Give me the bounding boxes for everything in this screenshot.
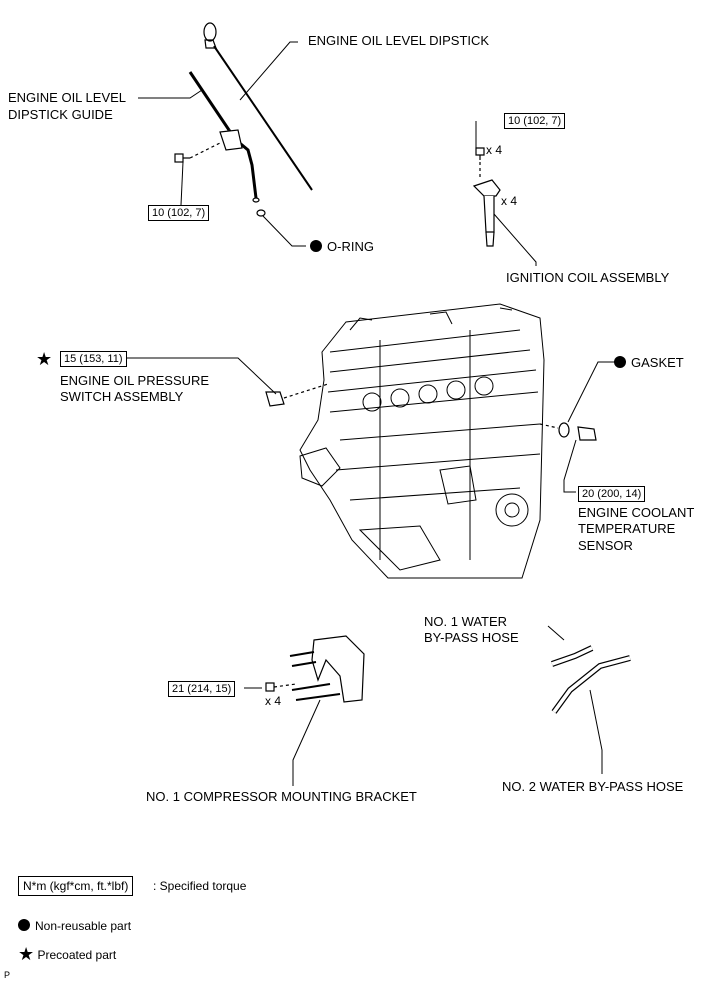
qty-ignition-coil: x 4 (501, 194, 518, 208)
torque-coolant-sensor: 20 (200, 14) (578, 486, 646, 502)
torque-guide-bolt: 10 (102, 7) (148, 205, 210, 221)
label-oil-pressure-line1: ENGINE OIL PRESSURE (60, 373, 210, 388)
label-water-hose2: NO. 2 WATER BY-PASS HOSE (502, 779, 684, 794)
legend-precoated-text: Precoated part (37, 948, 117, 962)
torque-bracket-bolt: 21 (214, 15) (168, 681, 236, 697)
torque-oil-pressure-group: ★ (36, 349, 53, 369)
non-reusable-icon (310, 240, 322, 252)
star-icon: ★ (18, 944, 35, 964)
guide-bolt-drawing (174, 141, 223, 163)
legend-torque-text: : Specified torque (153, 879, 247, 893)
coolant-sensor-drawing (539, 422, 597, 441)
water-hose-drawing (551, 645, 631, 714)
o-ring-drawing (256, 209, 266, 217)
label-compressor-bracket: NO. 1 COMPRESSOR MOUNTING BRACKET (146, 789, 417, 804)
legend-non-reusable: Non-reusable part (18, 918, 131, 934)
label-coolant-line1: ENGINE COOLANT (578, 505, 695, 520)
compressor-bracket-drawing (265, 635, 365, 703)
oil-pressure-switch-drawing (265, 383, 329, 407)
label-dipstick-guide-line2: DIPSTICK GUIDE (8, 107, 113, 122)
torque-ignition-bolt: 10 (102, 7) (504, 113, 566, 129)
label-o-ring-text: O-RING (327, 239, 374, 254)
dipstick-drawing (203, 22, 313, 191)
label-ignition-coil: IGNITION COIL ASSEMBLY (506, 270, 670, 285)
label-gasket: GASKET (614, 355, 684, 371)
label-oil-pressure-line2: SWITCH ASSEMBLY (60, 389, 184, 404)
label-water-hose1-line2: BY-PASS HOSE (424, 630, 519, 645)
corner-mark: P (4, 970, 11, 980)
label-dipstick-guide-line1: ENGINE OIL LEVEL (8, 90, 127, 105)
label-o-ring: O-RING (310, 239, 374, 255)
precoated-star-icon: ★ (36, 349, 53, 369)
label-dipstick: ENGINE OIL LEVEL DIPSTICK (308, 33, 490, 48)
label-coolant-line3: SENSOR (578, 538, 633, 553)
legend-torque-box: N*m (kgf*cm, ft.*lbf) (18, 876, 134, 896)
engine-block-drawing (299, 303, 545, 579)
qty-ignition-bolt: x 4 (486, 143, 503, 157)
label-gasket-text: GASKET (631, 355, 684, 370)
legend-non-reusable-text: Non-reusable part (35, 919, 132, 933)
qty-bracket-bolt: x 4 (265, 694, 282, 708)
dipstick-guide-drawing (188, 71, 260, 203)
ignition-coil-drawing (472, 147, 501, 247)
torque-oil-pressure-switch: 15 (153, 11) (60, 351, 127, 367)
leader-lines (126, 41, 616, 786)
label-water-hose1-line1: NO. 1 WATER (424, 614, 508, 629)
non-reusable-icon (18, 919, 30, 931)
label-coolant-line2: TEMPERATURE (578, 521, 676, 536)
legend-precoated: ★ Precoated part (18, 944, 117, 964)
non-reusable-icon (614, 356, 626, 368)
